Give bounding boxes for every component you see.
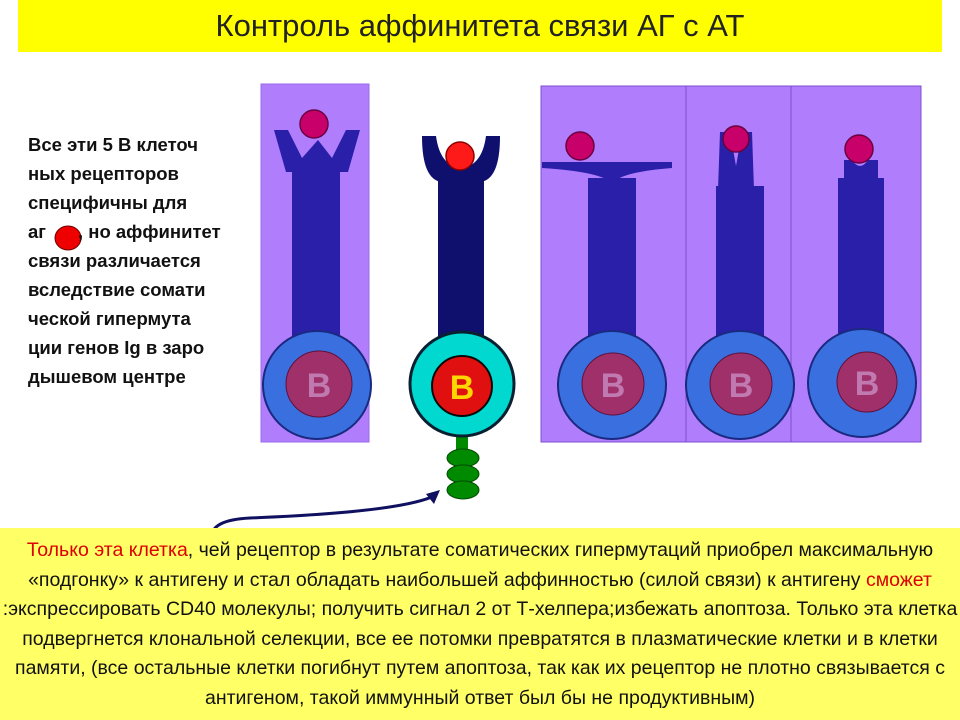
cell-label-3: B (601, 367, 626, 405)
b-cell-3-nucleus (581, 352, 645, 416)
cd40-segment-1 (446, 448, 480, 468)
b-cell-selected: B (408, 136, 516, 500)
b-cell-5: B (807, 134, 917, 438)
cd40-segment-3 (446, 480, 480, 500)
antigen-selected (445, 141, 475, 171)
receptor-stalk-5 (838, 178, 884, 338)
receptor-stalk-4 (716, 186, 764, 338)
antigen-4 (722, 125, 750, 153)
explanation-text: Все эти 5 В клеточ ных рецепторов специф… (28, 130, 288, 391)
pointer-arrow (212, 494, 435, 530)
conclusion-highlight-2: сможет (865, 568, 932, 591)
conclusion-box: Только эта клетка, чей рецептор в резуль… (0, 528, 960, 720)
b-cell-1: B (262, 109, 372, 440)
cell-label-5: B (855, 365, 880, 403)
b-cell-5-nucleus (836, 351, 898, 413)
b-cell-4-nucleus (709, 352, 773, 416)
b-cell-3: B (542, 131, 672, 440)
conclusion-text-1: , чей рецептор в результате соматических… (28, 539, 934, 591)
antigen-inline-icon (54, 225, 82, 251)
antigen-3 (565, 131, 595, 161)
explanation-text-part2: , но аффинитет связи различается вследст… (28, 221, 221, 387)
cell-label-1: B (307, 367, 332, 405)
receptor-stalk-3 (588, 178, 636, 338)
conclusion-text-2: :экспрессировать CD40 молекулы; получить… (2, 598, 958, 709)
b-cell-selected-nucleus (431, 355, 493, 417)
antigen-5 (844, 134, 874, 164)
receptor-stalk-1 (292, 168, 340, 338)
receptor-stalk-2 (438, 168, 484, 343)
receptor-cup-5 (844, 160, 878, 182)
receptor-cup-3 (542, 162, 672, 184)
cd40-segment-2 (446, 464, 480, 484)
receptor-cup-1 (274, 130, 360, 172)
b-cell-4: B (685, 125, 795, 440)
conclusion-highlight-1: Только эта клетка (26, 539, 188, 561)
explanation-text-part1: Все эти 5 В клеточ ных рецепторов специф… (28, 134, 198, 242)
b-cell-1-nucleus (285, 350, 353, 418)
cell-label-2: B (450, 369, 475, 407)
b-cell-diagram: B B B B B (54, 83, 922, 530)
cell-label-4: B (729, 367, 754, 405)
antigen-1 (299, 109, 329, 139)
receptor-cup-2 (422, 136, 500, 182)
pointer-arrowhead (426, 490, 440, 504)
title-bar: Контроль аффинитета связи АГ с АТ (18, 0, 942, 52)
slide-title: Контроль аффинитета связи АГ с АТ (215, 8, 745, 43)
